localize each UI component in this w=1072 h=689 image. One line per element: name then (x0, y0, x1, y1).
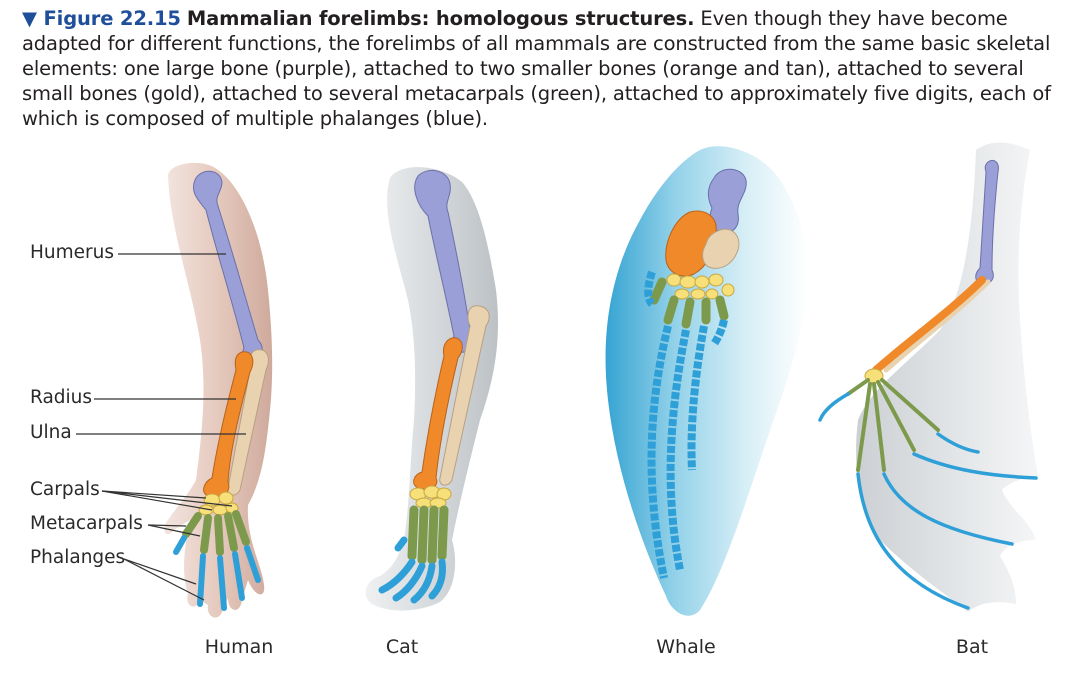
label-radius: Radius (30, 387, 92, 408)
limb-name-human: Human (205, 636, 274, 658)
label-phalanges: Phalanges (30, 547, 125, 568)
limb-name-cat: Cat (386, 636, 418, 658)
whale-forelimb (606, 146, 808, 615)
label-metacarpals: Metacarpals (30, 513, 143, 534)
label-carpals: Carpals (30, 479, 100, 500)
limb-name-whale: Whale (656, 636, 715, 658)
cat-carpals (410, 486, 451, 508)
bat-forelimb (820, 143, 1038, 613)
cat-forelimb (366, 167, 498, 610)
label-ulna: Ulna (30, 422, 72, 443)
limb-name-bat: Bat (956, 636, 988, 658)
human-forelimb (164, 163, 272, 618)
label-humerus: Humerus (30, 242, 114, 263)
